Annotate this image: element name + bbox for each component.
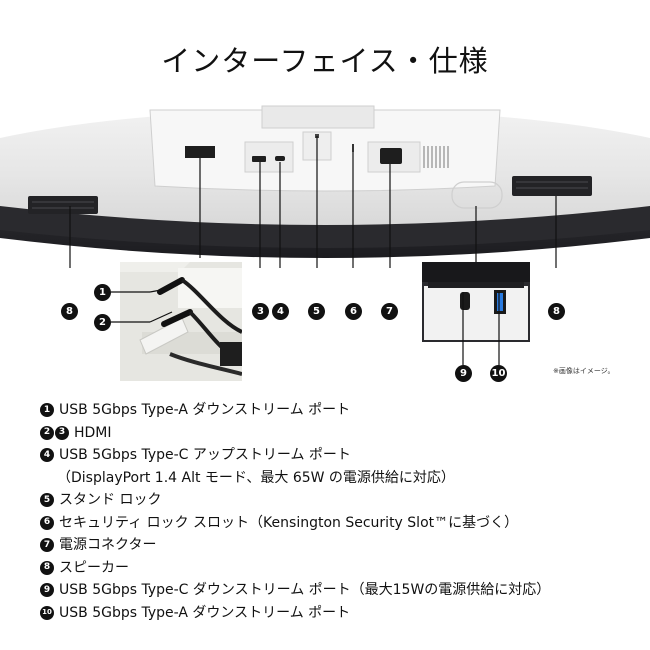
callout-9: 9 [455, 365, 472, 382]
spec-text: HDMI [74, 424, 112, 441]
monitor-rear-view [0, 105, 650, 268]
callout-8-left: 8 [61, 303, 78, 320]
spec-badge: 10 [40, 605, 54, 620]
spec-item: 10 USB 5Gbps Type-A ダウンストリーム ポート [40, 602, 640, 625]
spec-badge: 5 [40, 493, 54, 507]
spec-text: USB 5Gbps Type-C ダウンストリーム ポート（最大15Wの電源供給… [59, 582, 551, 598]
callout-4: 4 [272, 303, 289, 320]
spec-item: 1 USB 5Gbps Type-A ダウンストリーム ポート [40, 399, 640, 422]
spec-badge: 9 [40, 583, 54, 597]
spec-text: スピーカー [59, 559, 129, 576]
spec-item-continued: （DisplayPort 1.4 Alt モード、最大 65W の電源供給に対応… [40, 467, 640, 490]
inset-side-ports-closeup [422, 262, 530, 342]
callout-3: 3 [252, 303, 269, 320]
spec-text: USB 5Gbps Type-C アップストリーム ポート [59, 447, 351, 463]
spec-text: USB 5Gbps Type-A ダウンストリーム ポート [59, 604, 351, 621]
spec-text: （DisplayPort 1.4 Alt モード、最大 65W の電源供給に対応… [57, 469, 455, 486]
spec-text: セキュリティ ロック スロット（Kensington Security Slot… [59, 514, 519, 531]
image-note: ※画像はイメージ。 [553, 367, 615, 375]
callout-2: 2 [94, 314, 111, 331]
spec-item: 9 USB 5Gbps Type-C ダウンストリーム ポート（最大15Wの電源… [40, 579, 640, 602]
callout-7: 7 [381, 303, 398, 320]
callout-1: 1 [94, 284, 111, 301]
callout-8-right: 8 [548, 303, 565, 320]
spec-badge: 1 [40, 403, 54, 417]
spec-item: 5 スタンド ロック [40, 489, 640, 512]
spec-text: スタンド ロック [59, 492, 162, 508]
spec-badge: 3 [55, 425, 69, 440]
spec-item: 6 セキュリティ ロック スロット（Kensington Security Sl… [40, 512, 640, 535]
spec-item: 8 スピーカー [40, 557, 640, 580]
callout-10: 10 [490, 365, 507, 382]
callout-6: 6 [345, 303, 362, 320]
spec-item: 7 電源コネクター [40, 534, 640, 557]
spec-badge: 2 [40, 425, 54, 440]
spec-item: 4 USB 5Gbps Type-C アップストリーム ポート [40, 444, 640, 467]
callout-5: 5 [308, 303, 325, 320]
page-title: インターフェイス・仕様 [161, 44, 489, 78]
spec-badge: 6 [40, 515, 54, 530]
spec-badge: 4 [40, 448, 54, 462]
spec-text: 電源コネクター [59, 537, 157, 553]
spec-text: USB 5Gbps Type-A ダウンストリーム ポート [59, 402, 351, 418]
spec-badge: 8 [40, 560, 54, 575]
spec-badge: 7 [40, 538, 54, 552]
